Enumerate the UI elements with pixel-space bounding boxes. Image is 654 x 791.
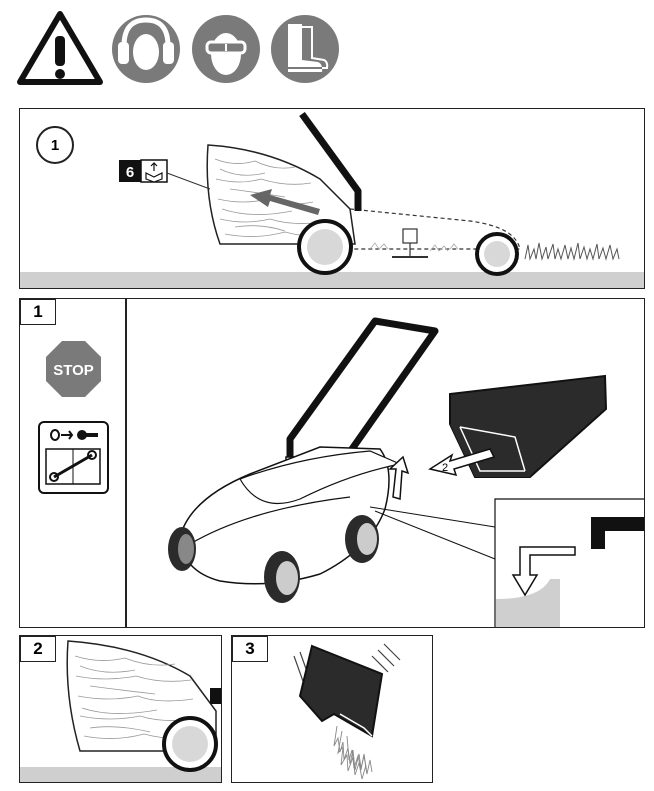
panel-bag-full-detail: 2 bbox=[19, 635, 222, 783]
rear-left-wheel-icon bbox=[168, 527, 196, 571]
safety-boots-icon bbox=[271, 15, 339, 83]
panel-bag-full-illustration: 6 bbox=[20, 109, 645, 289]
wheel-icon bbox=[164, 718, 216, 770]
warning-triangle-icon bbox=[20, 14, 100, 82]
rear-wheel-icon bbox=[477, 234, 517, 274]
stop-sign-text: STOP bbox=[53, 362, 94, 379]
step-label-box: 1 bbox=[20, 299, 56, 325]
panel-empty-bag: 3 bbox=[231, 635, 433, 783]
safety-icons-row bbox=[0, 0, 654, 100]
grass-icon bbox=[525, 243, 619, 259]
falling-grass-icon bbox=[334, 726, 372, 779]
ear-protection-icon bbox=[112, 15, 180, 83]
arrow-label: 2 bbox=[442, 462, 448, 474]
unplug-and-manual-icon bbox=[39, 422, 108, 493]
front-wheel-icon bbox=[299, 221, 351, 273]
panel-remove-bag: 1 STOP bbox=[19, 298, 645, 628]
front-wheel-icon bbox=[264, 551, 300, 603]
badge-number: 6 bbox=[126, 164, 134, 181]
stop-sign-icon: STOP bbox=[46, 341, 101, 397]
rear-right-wheel-icon bbox=[345, 515, 379, 563]
ground-strip bbox=[20, 272, 645, 289]
eye-protection-icon bbox=[192, 15, 260, 83]
panel-remove-bag-illustration: STOP bbox=[20, 299, 645, 628]
step-label-box: 2 bbox=[20, 636, 56, 662]
step-label-circle: 1 bbox=[36, 126, 74, 164]
grass-bag-icon bbox=[300, 646, 382, 736]
step-label-box: 3 bbox=[232, 636, 268, 662]
panel-bag-full: 6 1 bbox=[19, 108, 645, 289]
